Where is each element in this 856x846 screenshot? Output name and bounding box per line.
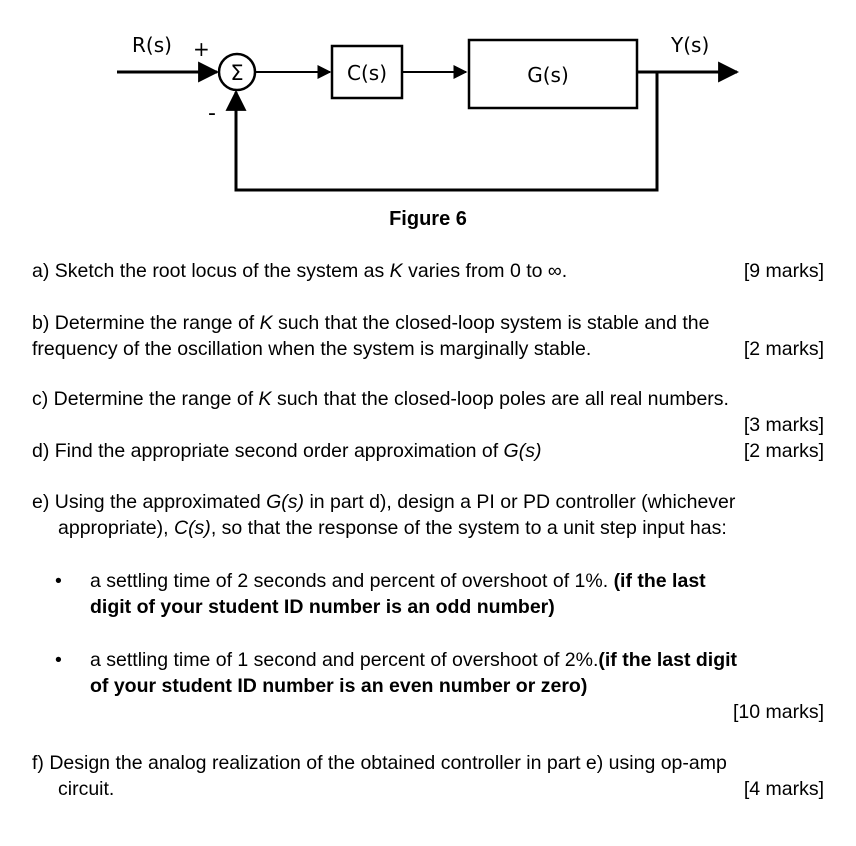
block-diagram: Σ C(s) G(s) R(s) + - Y(s)	[117, 33, 740, 192]
plant-block	[467, 38, 639, 110]
question-a: a) Sketch the root locus of the system a…	[32, 260, 824, 282]
minus-sign: -	[208, 101, 216, 126]
figure-caption: Figure 6	[389, 208, 467, 230]
bullet-even-id: • a settling time of 1 second and percen…	[55, 649, 738, 697]
sum-symbol: Σ	[230, 61, 243, 85]
plus-sign: +	[193, 37, 210, 61]
marks-a: [9 marks]	[743, 260, 824, 282]
marks-e: [10 marks]	[732, 701, 824, 723]
bullet-icon: •	[55, 570, 62, 592]
marks-b: [2 marks]	[743, 338, 824, 360]
question-f: f) Design the analog realization of the …	[32, 752, 824, 800]
bullet-icon: •	[55, 649, 62, 671]
marks-c: [3 marks]	[743, 414, 824, 436]
question-c: c) Determine the range of K such that th…	[32, 388, 824, 436]
question-d: d) Find the appropriate second order app…	[32, 440, 824, 462]
input-label: R(s)	[132, 33, 172, 57]
question-e: e) Using the approximated G(s) in part d…	[32, 491, 736, 539]
marks-d: [2 marks]	[743, 440, 824, 462]
marks-f: [4 marks]	[743, 778, 824, 800]
controller-label: C(s)	[347, 61, 387, 85]
output-label: Y(s)	[670, 33, 709, 57]
question-b: b) Determine the range of K such that th…	[32, 312, 824, 360]
feedback-path	[225, 72, 659, 192]
bullet-odd-id: • a settling time of 2 seconds and perce…	[55, 570, 706, 618]
plant-label: G(s)	[527, 63, 569, 87]
